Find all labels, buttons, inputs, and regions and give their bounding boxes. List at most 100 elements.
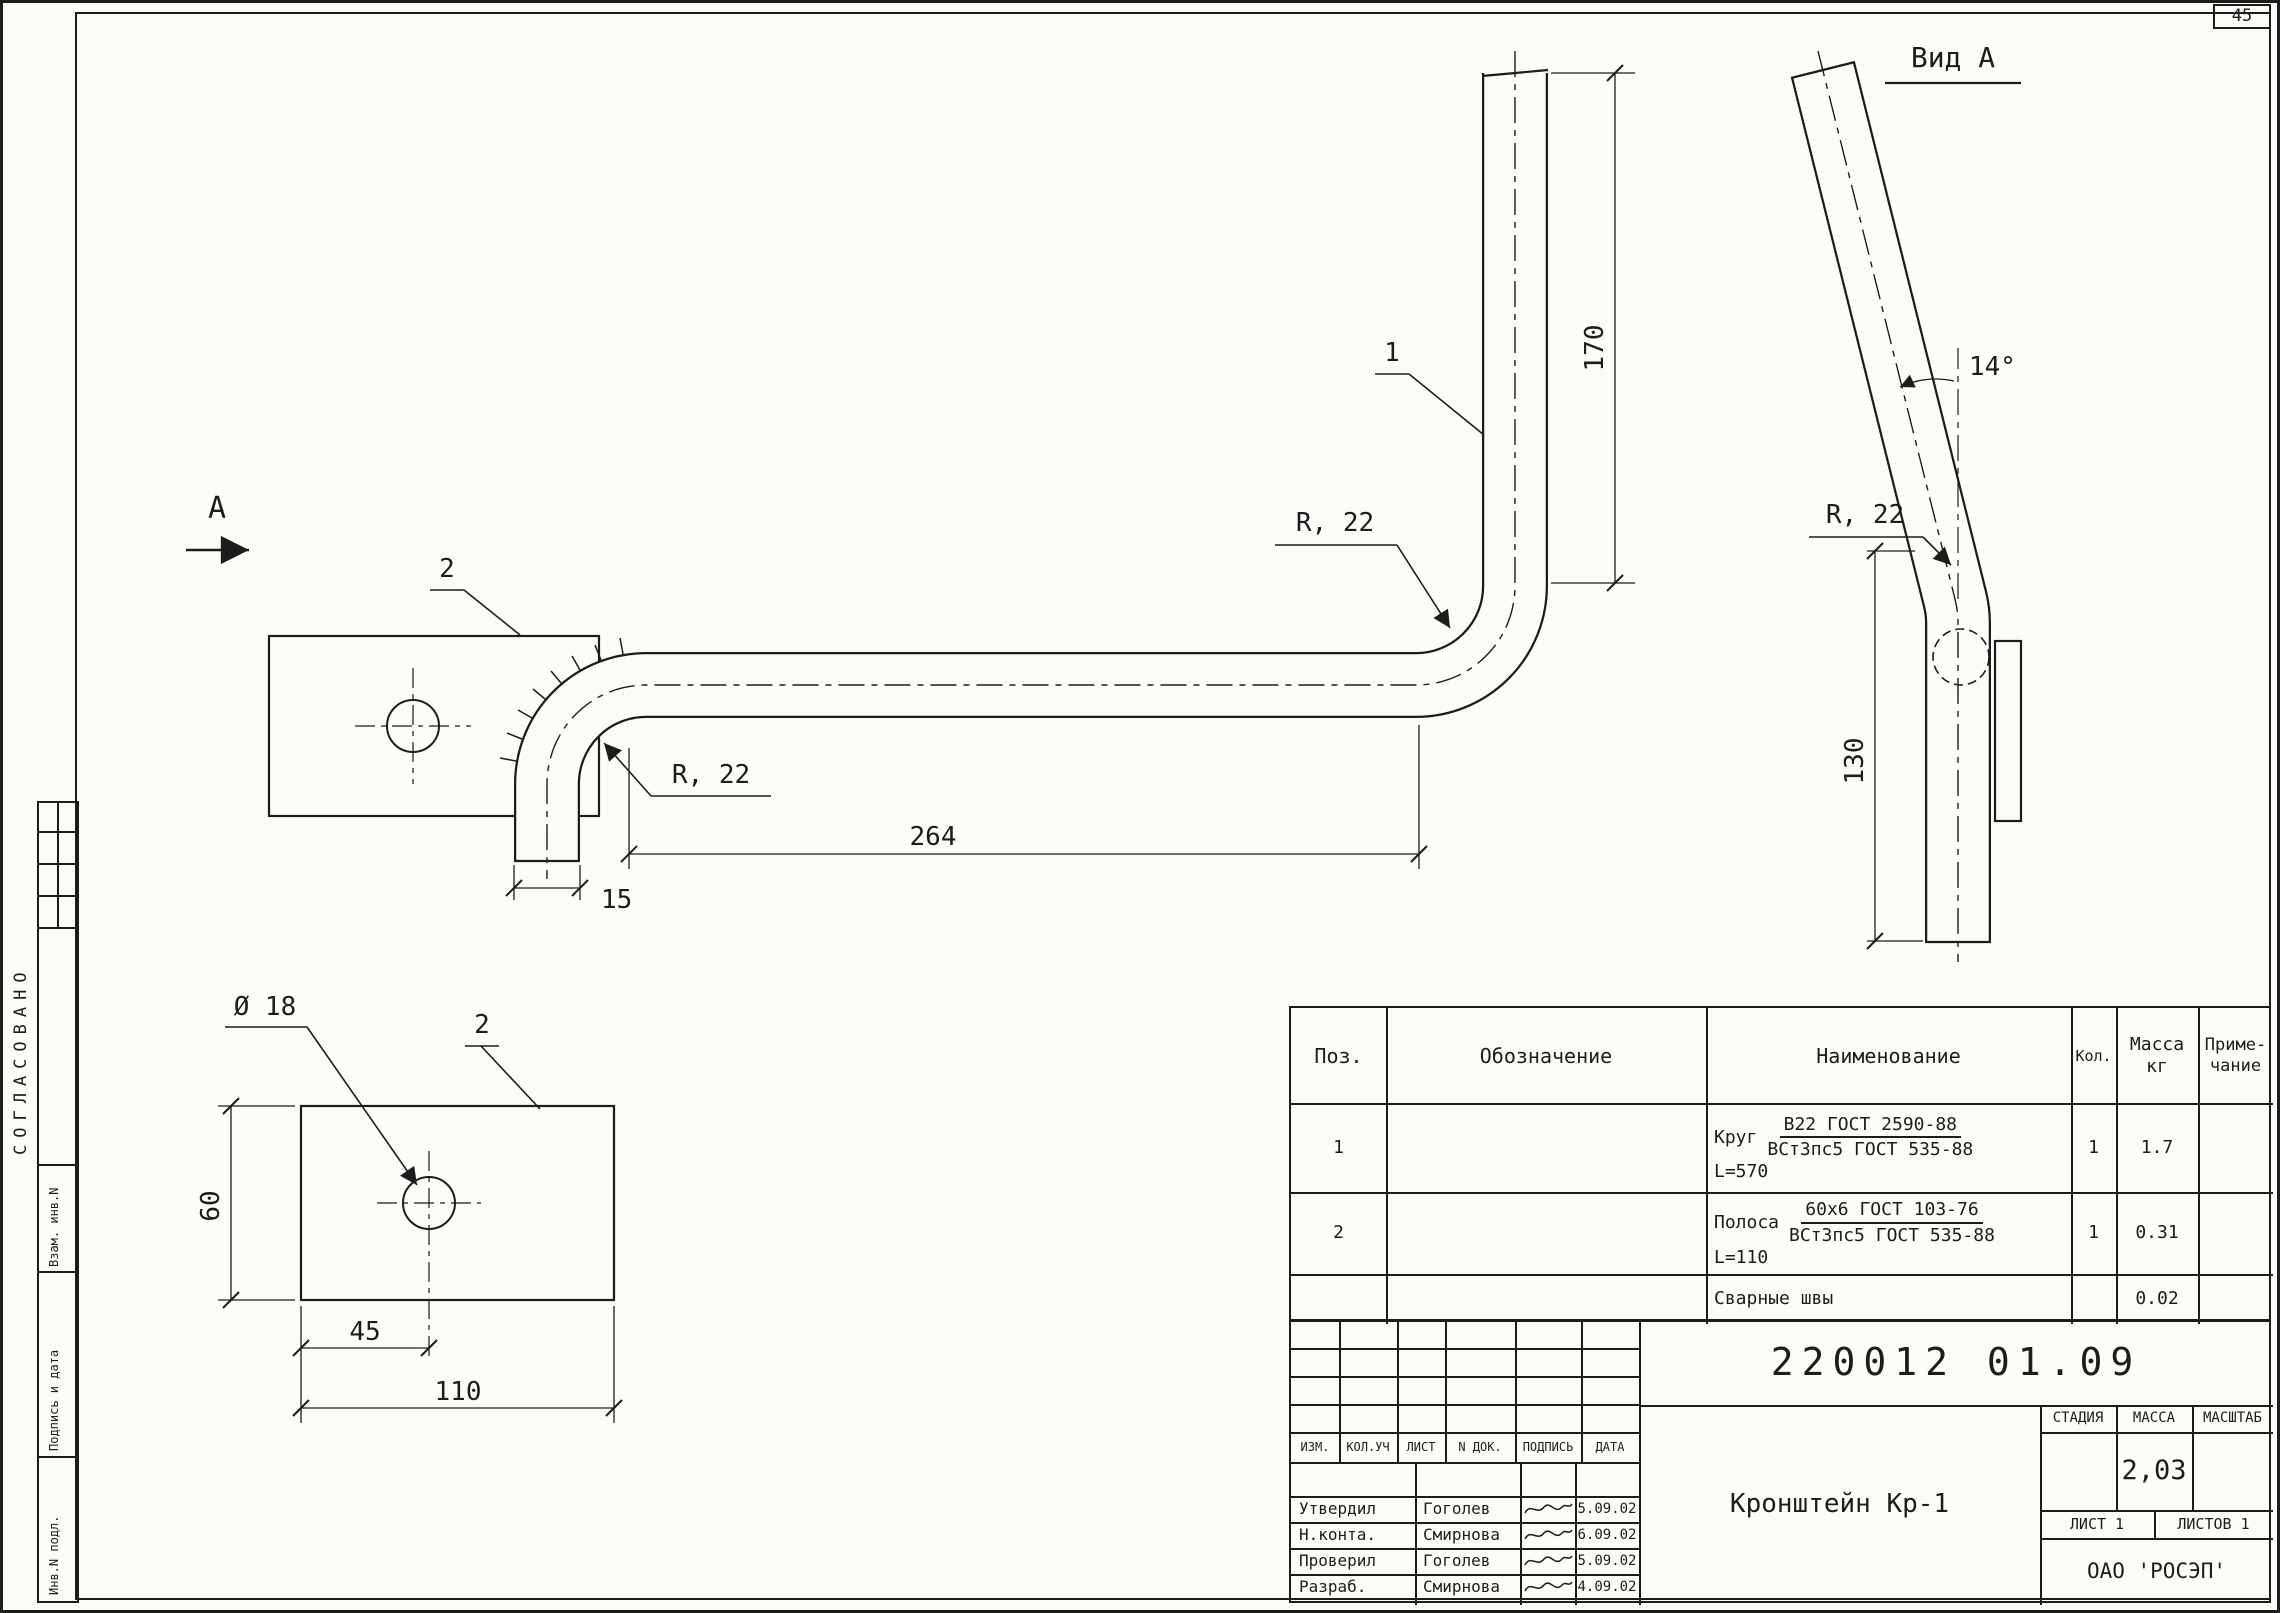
spec-row1-name: Круг В22 ГОСТ 2590-88 ВСт3пс5 ГОСТ 535-8… [1706,1103,2071,1192]
dim-130 [1866,542,1923,950]
tb-sign-signature [1520,1548,1575,1574]
tb-line [1339,1321,1341,1462]
tb-line [2040,1510,2273,1512]
spec-col-line [1706,1008,1708,1324]
rod-outline [514,73,1548,861]
tb-line [1291,1404,1639,1406]
tb-line [1415,1462,1417,1605]
radius-a-label: R, 22 [1826,500,1904,530]
radius-right-label: R, 22 [1296,508,1374,538]
spec-row-line [1291,1274,2273,1276]
hidden-hole [1932,628,1990,686]
spec-row2-qty: 1 [2088,1222,2099,1244]
tb-sign-name: Смирнова [1423,1577,1501,1597]
tb-line [2040,1405,2042,1605]
spec-col-line [2198,1008,2200,1324]
margin-line [37,1164,79,1166]
spec-row2-pos: 2 [1333,1222,1344,1244]
tb-line [1291,1462,1639,1464]
tb-col-list: ЛИСТ [1406,1439,1436,1454]
tb-sheets: ЛИСТОВ 1 [2177,1515,2250,1533]
tb-col-data: ДАТА [1595,1439,1625,1454]
dim-110 [292,1306,623,1423]
tb-sign-role: Проверил [1299,1551,1377,1571]
spec-header-pos: Поз. [1314,1043,1363,1068]
radius-left-leader [603,742,652,797]
dim-264-label: 264 [910,822,957,852]
tb-line [1445,1321,1447,1462]
spec-header-qty: Кол. [2075,1046,2112,1065]
spec-row2-mass: 0.31 [2135,1222,2179,1244]
tb-sign-date: 5.09.02 [1577,1500,1637,1517]
spec-row1-pos: 1 [1333,1136,1344,1158]
dim-15 [505,865,589,900]
spec-row-line [1291,1103,2273,1105]
spec-row-line [1291,1192,2273,1194]
dim-130-label: 130 [1840,738,1870,785]
tb-col-koluch: КОЛ.УЧ [1346,1439,1390,1454]
tb-line [1291,1574,1639,1576]
detail-plate-outline [299,1104,616,1302]
margin-line [57,801,59,927]
margin-line [37,1456,79,1458]
spec-welds-name: Сварные швы [1714,1288,1834,1310]
tb-sign-date: 6.09.02 [1577,1526,1637,1543]
item2-label: 2 [439,554,455,584]
tb-line [1639,1405,2273,1407]
tb-sign-role: Н.конта. [1299,1525,1377,1545]
product-title: Кронштейн Кр-1 [1729,1489,1950,1520]
margin-line [37,1271,79,1273]
tb-line [1291,1496,1639,1498]
tb-sign-signature [1520,1496,1575,1522]
spec-header-note: Приме- чание [2204,1035,2267,1076]
signature-scribble [1523,1581,1573,1592]
view-a-title: Вид А [1911,41,1995,74]
tb-line [2116,1405,2118,1510]
drawing-canvas: 170 264 15 R, 22 R, 22 1 [186,41,2023,1423]
tb-line [1397,1321,1399,1462]
tb-col-podpis: ПОДПИСЬ [1522,1439,1574,1454]
company-name: ОАО 'РОСЭП' [2086,1558,2227,1583]
spec-row1-mass: 1.7 [2140,1136,2174,1158]
tb-scale-label: МАСШТАБ [2202,1410,2262,1427]
tb-sign-name: Смирнова [1423,1525,1501,1545]
dim-60-label: 60 [196,1190,226,1221]
spec-row2-name: Полоса 60х6 ГОСТ 103-76 ВСт3пс5 ГОСТ 535… [1706,1192,2071,1274]
tb-stage-label: СТАДИЯ [2052,1410,2104,1427]
tb-mass-label: МАССА [2132,1410,2176,1427]
dim-170-label: 170 [1580,325,1610,372]
weld-ticks [499,637,624,762]
rod-centerline [546,51,1516,879]
inner-frame [75,12,2271,1600]
tb-line [1639,1321,1641,1605]
dim-15-label: 15 [601,885,632,915]
title-block: ИЗМ. КОЛ.УЧ ЛИСТ N ДОК. ПОДПИСЬ ДАТА Утв… [1289,1319,2273,1605]
spec-header-designation: Обозначение [1479,1043,1613,1068]
tb-sign-date: 5.09.02 [1577,1552,1637,1569]
tb-line [2040,1538,2273,1540]
tb-mass-value: 2,03 [2121,1454,2187,1486]
tb-sign-name: Гоголев [1423,1551,1491,1571]
radius-right-leader [1396,544,1451,629]
tb-sheet: ЛИСТ 1 [2069,1515,2125,1533]
angle-label: 14° [1969,352,2016,382]
sheet-number-box: 45 [2213,4,2271,29]
tb-sign-signature [1520,1522,1575,1548]
radius-left-label: R, 22 [672,760,750,790]
tb-line [2192,1405,2194,1510]
spec-header-name: Наименование [1816,1043,1961,1068]
tb-line [1291,1432,1639,1434]
hole-dia-leader [306,1026,418,1186]
item1-leader [1408,373,1485,436]
tb-col-izm: ИЗМ. [1300,1439,1330,1454]
tb-line [1291,1348,1639,1350]
document-number: 220012 01.09 [1770,1340,2142,1385]
sheet-number: 45 [2231,6,2253,27]
tb-sign-role: Утвердил [1299,1499,1377,1519]
front-view: 170 264 15 R, 22 R, 22 1 [186,51,1635,915]
item2-leader [463,589,521,636]
tb-line [1575,1462,1577,1605]
rod-a-centerline [1817,50,1959,962]
detail-view: Ø 18 2 60 45 [196,992,623,1423]
